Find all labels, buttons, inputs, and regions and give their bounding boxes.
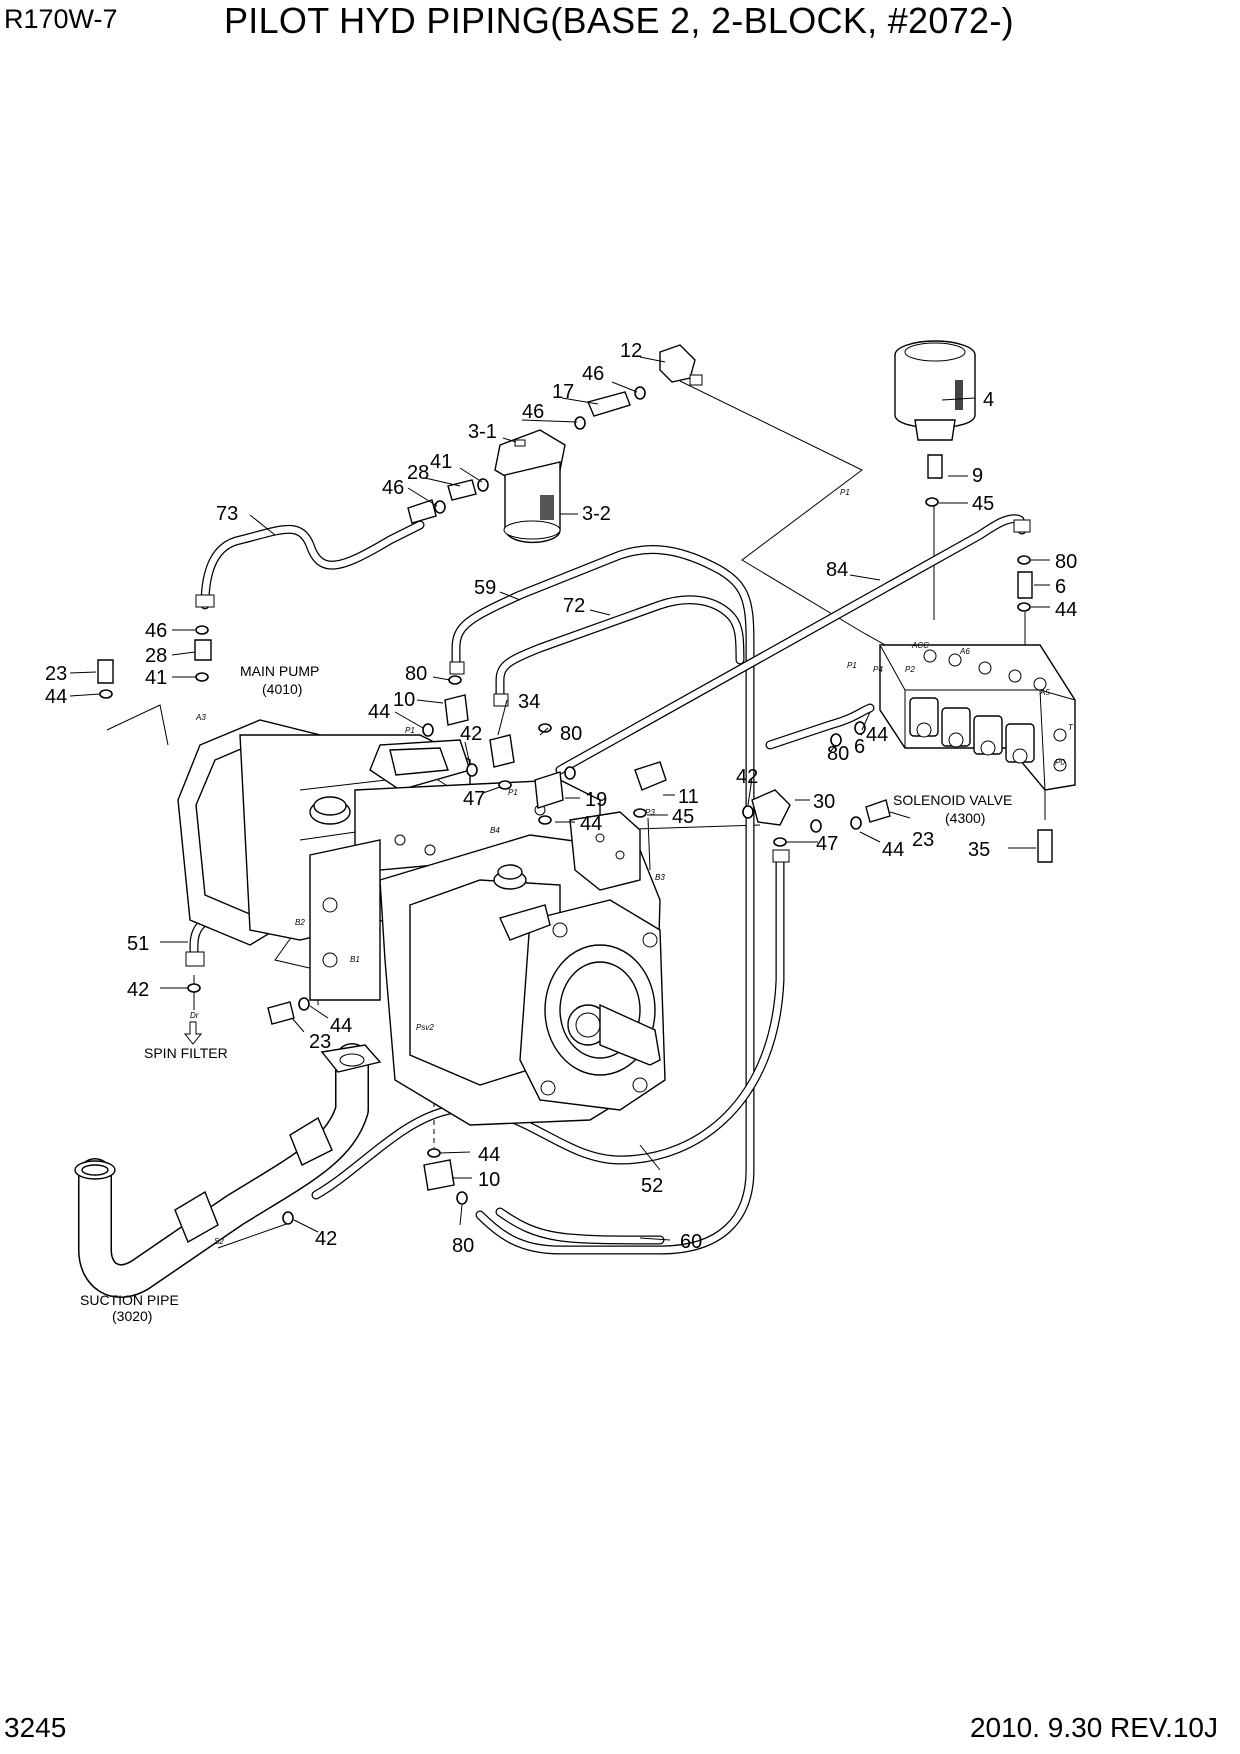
callout-80: 80 (1055, 551, 1077, 573)
port-label: Psv2 (416, 1023, 434, 1032)
callout-19: 19 (585, 789, 607, 811)
callout-42: 42 (460, 723, 482, 745)
callout-80: 80 (560, 723, 582, 745)
callout-46: 46 (522, 401, 544, 423)
port-label: S2 (214, 1237, 224, 1246)
port-label: T (1068, 723, 1074, 732)
callout-46: 46 (382, 477, 404, 499)
caption-spin-filter: SPIN FILTER (144, 1045, 228, 1061)
port-label: Dr (190, 1011, 199, 1020)
port-label: P1 (840, 488, 850, 497)
spin-filter-arrow-icon (183, 1021, 203, 1045)
main-pump (177, 719, 666, 1126)
callout-45: 45 (672, 806, 694, 828)
callout-52: 52 (641, 1175, 663, 1197)
port-label: B3 (655, 873, 665, 882)
callout-80: 80 (405, 663, 427, 685)
port-label: P0 (1055, 758, 1065, 767)
callout-42: 42 (127, 979, 149, 1001)
callout-84: 84 (826, 559, 848, 581)
page-number: 3245 (4, 1712, 67, 1743)
accumulator (894, 340, 976, 441)
caption-solenoid-valve-ref: (4300) (945, 810, 985, 826)
callout-28: 28 (407, 462, 429, 484)
callout-11: 11 (678, 786, 699, 808)
caption-suction-pipe: SUCTION PIPE (80, 1292, 179, 1308)
port-label: P2 (905, 665, 915, 674)
callout-47: 47 (816, 833, 838, 855)
callout-9: 9 (972, 465, 983, 487)
callout-72: 72 (563, 595, 585, 617)
callout-47: 47 (463, 788, 485, 810)
callout-leaders (69, 356, 1050, 1241)
callout-44: 44 (580, 813, 602, 835)
callout-44: 44 (1055, 599, 1077, 621)
hoses (74, 514, 1027, 1298)
callout-46: 46 (145, 620, 167, 642)
callout-34: 34 (518, 691, 540, 713)
callout-44: 44 (368, 701, 390, 723)
callout-45: 45 (972, 493, 994, 515)
callout-44: 44 (866, 724, 888, 746)
caption-solenoid-valve: SOLENOID VALVE (893, 792, 1012, 808)
page-title: PILOT HYD PIPING(BASE 2, 2-BLOCK, #2072-… (224, 0, 1014, 41)
callout-6: 6 (1055, 576, 1066, 598)
captions: MAIN PUMP (4010) SOLENOID VALVE (4300) S… (80, 663, 1012, 1324)
fittings (97, 344, 1053, 1244)
callout-42: 42 (315, 1228, 337, 1250)
callout-6: 6 (854, 736, 865, 758)
callout-51: 51 (127, 933, 149, 955)
port-label: P1 (847, 661, 857, 670)
caption-suction-pipe-ref: (3020) (112, 1308, 152, 1324)
callout-59: 59 (474, 577, 496, 599)
callout-42: 42 (736, 766, 758, 788)
callout-10: 10 (393, 689, 415, 711)
callout-30: 30 (813, 791, 835, 813)
port-label: A3 (195, 713, 206, 722)
port-label: A5 (1039, 688, 1050, 697)
callout-80: 80 (827, 743, 849, 765)
callout-73: 73 (216, 503, 238, 525)
port-label: B2 (295, 918, 305, 927)
callout-10: 10 (478, 1169, 500, 1191)
callout-46: 46 (582, 363, 604, 385)
callout-28: 28 (145, 645, 167, 667)
callout-12: 12 (620, 340, 642, 362)
callout-3-1: 3-1 (468, 421, 497, 443)
callout-80: 80 (452, 1235, 474, 1257)
callout-44: 44 (478, 1144, 500, 1166)
port-label: P3 (645, 808, 655, 817)
port-label: A6 (959, 647, 970, 656)
port-labels: P1 P1 P1 B4 P1 P3 B3 B2 B1 Psv2 Dr A3 S2… (190, 488, 1074, 1246)
solenoid-valve (879, 644, 1076, 791)
callout-numbers: 12 46 17 46 4 3-1 41 28 46 9 3-2 45 73 8… (45, 340, 1077, 1257)
callout-41: 41 (145, 667, 167, 689)
port-label: P1 (508, 788, 518, 797)
revision-date: 2010. 9.30 REV.10J (969, 1712, 1218, 1743)
port-label: B4 (490, 826, 500, 835)
callout-17: 17 (552, 381, 574, 403)
caption-main-pump-ref: (4010) (262, 681, 302, 697)
callout-35: 35 (968, 839, 990, 861)
port-label: B1 (350, 955, 360, 964)
callout-23: 23 (45, 663, 67, 685)
model-number: R170W-7 (4, 4, 118, 34)
port-label: P1 (405, 726, 415, 735)
line-filter (494, 429, 566, 544)
port-label: P4 (873, 665, 883, 674)
callout-3-2: 3-2 (582, 503, 611, 525)
callout-23: 23 (309, 1031, 331, 1053)
callout-44: 44 (882, 839, 904, 861)
callout-44: 44 (330, 1015, 352, 1037)
callout-23: 23 (912, 829, 934, 851)
callout-44: 44 (45, 686, 67, 708)
port-label: ACC (911, 641, 929, 650)
o-rings (99, 386, 1031, 1225)
caption-main-pump: MAIN PUMP (240, 663, 319, 679)
callout-60: 60 (680, 1231, 702, 1253)
callout-4: 4 (983, 389, 994, 411)
callout-41: 41 (430, 451, 452, 473)
